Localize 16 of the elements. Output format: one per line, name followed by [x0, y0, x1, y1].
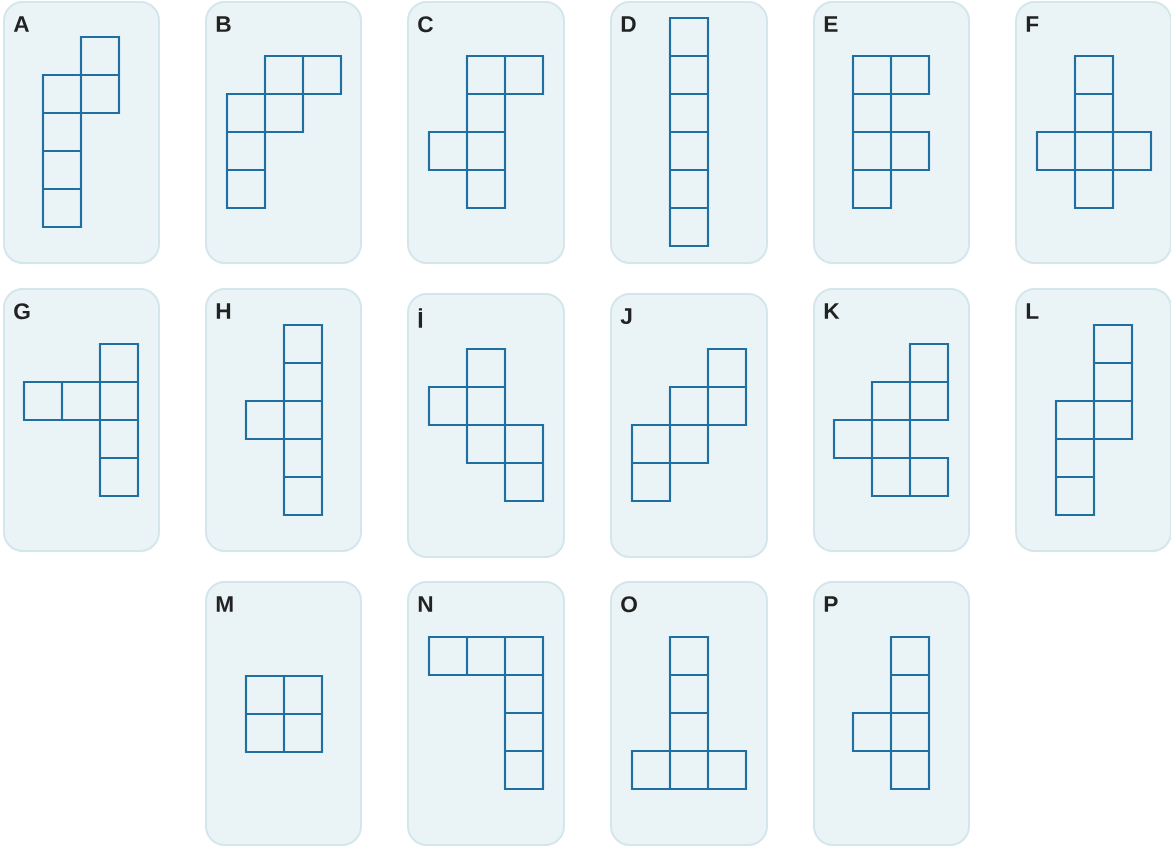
- card: E: [813, 1, 970, 264]
- card: L: [1015, 288, 1171, 552]
- card: G: [3, 288, 160, 552]
- card: J: [610, 293, 768, 558]
- card: P: [813, 581, 970, 846]
- card: C: [407, 1, 565, 264]
- card: D: [610, 1, 768, 264]
- card: F: [1015, 1, 1171, 264]
- card: O: [610, 581, 768, 846]
- card: İ: [407, 293, 565, 558]
- card: B: [205, 1, 362, 264]
- card: M: [205, 581, 362, 846]
- card: A: [3, 1, 160, 264]
- card: H: [205, 288, 362, 552]
- card: N: [407, 581, 565, 846]
- card: K: [813, 288, 970, 552]
